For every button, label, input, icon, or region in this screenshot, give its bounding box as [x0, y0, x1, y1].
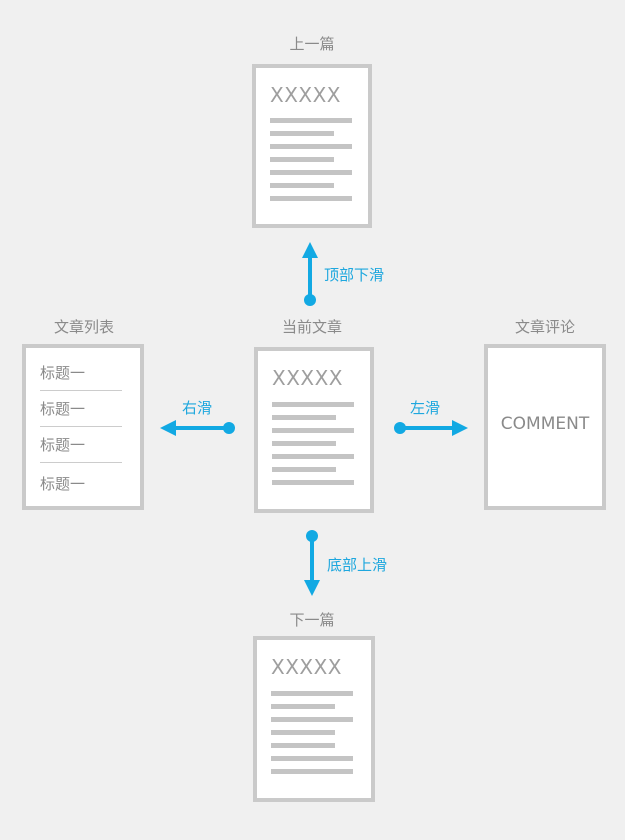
article-list-item[interactable]: 标题一: [40, 362, 122, 391]
arrow-up: [302, 242, 318, 306]
text-line: [272, 441, 336, 446]
text-line: [271, 717, 353, 722]
text-line: [271, 756, 353, 761]
text-line: [272, 415, 336, 420]
text-line: [271, 730, 335, 735]
article-comments-card[interactable]: COMMENT: [484, 344, 606, 510]
gesture-bottom-swipe-up: 底部上滑: [327, 556, 388, 574]
prev-article-label: 上一篇: [289, 35, 335, 53]
text-line: [270, 196, 352, 201]
arrow-left: [160, 420, 235, 436]
arrow-right: [394, 420, 468, 436]
text-line: [272, 454, 354, 459]
comment-placeholder: COMMENT: [500, 414, 590, 434]
text-line: [270, 131, 334, 136]
next-article-title: XXXXX: [271, 655, 343, 679]
text-line: [272, 467, 336, 472]
next-article-label: 下一篇: [289, 611, 335, 629]
text-line: [270, 118, 352, 123]
next-article-card[interactable]: XXXXX: [253, 636, 375, 802]
gesture-top-swipe-down: 顶部下滑: [324, 266, 385, 284]
text-line: [270, 183, 334, 188]
article-comments-label: 文章评论: [514, 318, 575, 336]
text-line: [271, 691, 353, 696]
current-article-title: XXXXX: [272, 366, 344, 390]
current-article-label: 当前文章: [281, 318, 342, 336]
text-line: [270, 170, 352, 175]
gesture-swipe-right: 右滑: [182, 399, 213, 417]
text-line: [271, 704, 335, 709]
arrow-down: [304, 530, 320, 596]
article-list-item[interactable]: 标题一: [40, 434, 122, 463]
text-line: [272, 480, 354, 485]
article-list-card[interactable]: 标题一 标题一 标题一 标题一: [22, 344, 144, 510]
article-list-label: 文章列表: [53, 318, 114, 336]
text-line: [272, 428, 354, 433]
prev-article-card[interactable]: XXXXX: [252, 64, 372, 228]
article-list-item[interactable]: 标题一: [40, 398, 122, 427]
text-line: [270, 144, 352, 149]
text-line: [271, 769, 353, 774]
prev-article-title: XXXXX: [270, 83, 342, 107]
text-line: [271, 743, 335, 748]
text-line: [270, 157, 334, 162]
article-list-item[interactable]: 标题一: [40, 475, 86, 493]
current-article-card[interactable]: XXXXX: [254, 347, 374, 513]
text-line: [272, 402, 354, 407]
gesture-swipe-left: 左滑: [410, 399, 441, 417]
